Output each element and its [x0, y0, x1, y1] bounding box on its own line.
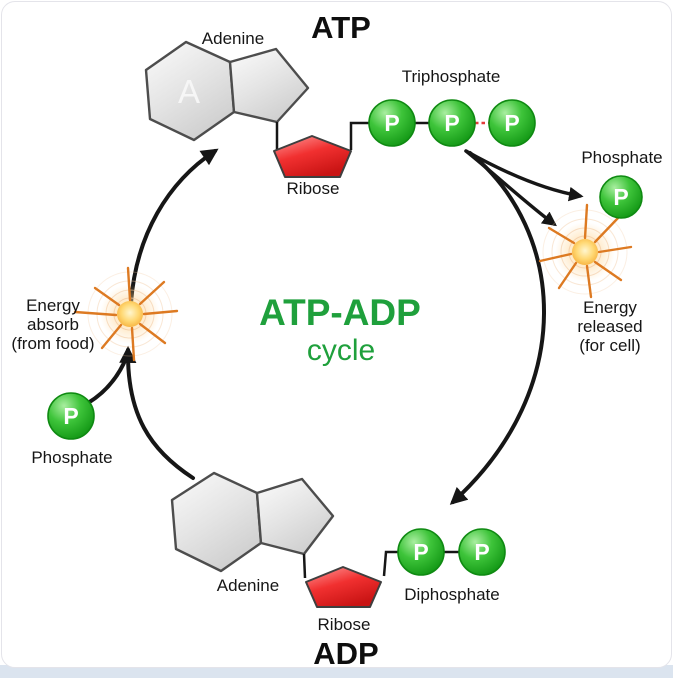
- phosphate-sphere: P: [368, 99, 416, 147]
- phosphate-join-line-left: [86, 354, 129, 405]
- energy-released-line3: (for cell): [579, 336, 640, 355]
- phosphorus-letter: P: [63, 403, 78, 429]
- triphosphate-label: Triphosphate: [402, 67, 501, 86]
- energy-absorb-text: Energy absorb (from food): [11, 296, 94, 353]
- incoming-phosphate: P Phosphate: [31, 392, 113, 467]
- arrow-cycle-right: [449, 151, 546, 505]
- energy-released-line1: Energy: [583, 298, 637, 317]
- energy-burst-released: [538, 203, 633, 299]
- footer-strip: [0, 665, 673, 678]
- burst-ring: [542, 209, 628, 295]
- energy-absorb-line1: Energy: [26, 296, 80, 315]
- energy-released-line2: released: [577, 317, 642, 336]
- arrow-release-energy: [464, 149, 557, 227]
- phosphorus-letter: P: [474, 539, 489, 565]
- atp-ribose-label: Ribose: [287, 179, 340, 198]
- adp-title: ADP: [313, 636, 378, 671]
- phosphorus-letter: P: [413, 539, 428, 565]
- phosphorus-letter: P: [613, 184, 628, 210]
- arrow-release-phosphate: [464, 149, 584, 202]
- atp-adenine-pentagon: [228, 47, 310, 124]
- released-phosphate: Phosphate P: [581, 148, 663, 219]
- atp-ribose-pentagon: [273, 135, 352, 178]
- phosphate-sphere: P: [599, 175, 643, 219]
- incoming-phosphate-label: Phosphate: [31, 448, 112, 467]
- burst-core: [117, 301, 143, 327]
- arrow-cycle-bottom-left: [119, 345, 195, 480]
- adp-adenine-hexagon: [170, 471, 263, 573]
- adp-adenine-label: Adenine: [217, 576, 279, 595]
- energy-absorb-line2: absorb: [27, 315, 79, 334]
- diphosphate-label: Diphosphate: [404, 585, 499, 604]
- adp-ribose-label: Ribose: [318, 615, 371, 634]
- burst-rays: [73, 266, 179, 362]
- bond-adenine-ribose: [302, 553, 307, 579]
- energy-burst-absorb: [73, 266, 179, 362]
- phosphorus-letter: P: [384, 110, 399, 136]
- phosphate-sphere: P: [488, 99, 536, 147]
- released-phosphate-label: Phosphate: [581, 148, 662, 167]
- bond-ribose-phosphate: [349, 121, 369, 150]
- atp-adenine-letter: A: [178, 73, 200, 110]
- phosphate-sphere: P: [428, 99, 476, 147]
- cycle-title-line2: cycle: [307, 334, 375, 367]
- adp-molecule: Adenine Ribose P P Diphosphate ADP: [170, 471, 506, 671]
- phosphate-sphere: P: [458, 528, 506, 576]
- atp-molecule: ATP Adenine A Ribose Triphosphate P P: [144, 10, 536, 198]
- burst-rays: [538, 203, 633, 299]
- atp-adenine-label: Adenine: [202, 29, 264, 48]
- atp-title: ATP: [311, 10, 371, 45]
- bond-ribose-phosphate: [382, 550, 398, 577]
- energy-absorb-line3: (from food): [11, 334, 94, 353]
- cycle-title-line1: ATP-ADP: [259, 292, 421, 333]
- arrow-cycle-top-left: [129, 148, 219, 305]
- burst-core: [572, 239, 598, 265]
- phosphorus-letter: P: [444, 110, 459, 136]
- energy-released-text: Energy released (for cell): [577, 298, 642, 355]
- phosphate-sphere: P: [397, 528, 445, 576]
- cycle-title: ATP-ADP cycle: [259, 292, 421, 367]
- phosphorus-letter: P: [504, 110, 519, 136]
- adp-adenine-pentagon: [255, 477, 335, 556]
- phosphate-sphere: P: [47, 392, 95, 440]
- adp-ribose-pentagon: [305, 566, 382, 608]
